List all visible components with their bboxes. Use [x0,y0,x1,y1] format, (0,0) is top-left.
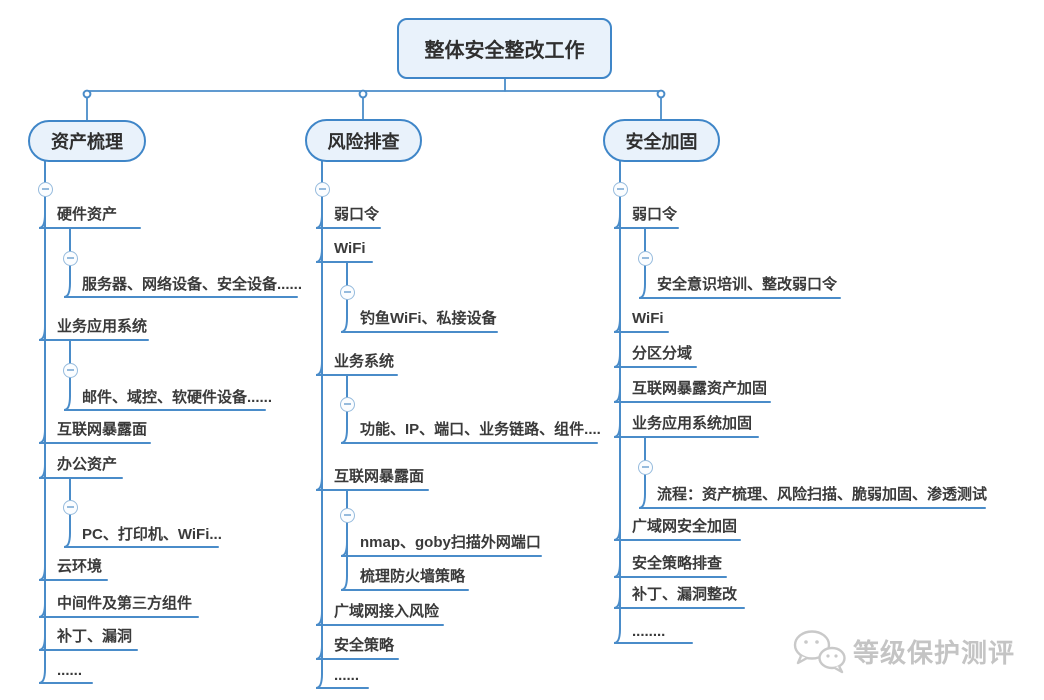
tree-item[interactable]: 补丁、漏洞整改 [632,586,738,603]
minus-icon[interactable] [612,181,628,197]
minus-icon[interactable] [339,284,355,300]
item-line [315,673,369,689]
tree-item[interactable]: 补丁、漏洞 [57,628,133,645]
tree-item[interactable]: ...... [57,662,83,679]
item-line [340,575,469,591]
branch-node-asset-sorting[interactable]: 资产梳理 [28,120,146,162]
junction-dot [656,89,666,99]
item-line [638,283,841,299]
tree-item[interactable]: 云环境 [57,558,103,575]
tree-item[interactable]: 互联网暴露面 [57,421,148,438]
item-line [315,213,381,229]
item-line [315,610,444,626]
tree-item[interactable]: 业务应用系统加固 [632,415,753,432]
tree-item[interactable]: 功能、IP、端口、业务链路、组件.... [360,421,601,438]
tree-item[interactable]: 流程：资产梳理、风险扫描、脆弱加固、渗透测试 [657,486,988,503]
branch-node-hardening[interactable]: 安全加固 [603,119,720,162]
item-line [38,602,199,618]
item-line [613,387,771,403]
item-line [315,360,398,376]
item-line [340,428,598,444]
branch-node-risk-check[interactable]: 风险排查 [305,119,422,162]
tree-item[interactable]: 服务器、网络设备、安全设备...... [82,276,303,293]
tree-item[interactable]: PC、打印机、WiFi... [82,526,222,543]
tree-item[interactable]: ...... [334,667,360,684]
item-line [38,463,123,479]
tree-item[interactable]: 分区分域 [632,345,693,362]
tree-item[interactable]: 办公资产 [57,456,118,473]
tree-item[interactable]: nmap、goby扫描外网端口 [360,534,541,551]
minus-icon[interactable] [314,181,330,197]
minus-icon[interactable] [637,459,653,475]
tree-item[interactable]: 弱口令 [632,206,678,223]
tree-item[interactable]: 中间件及第三方组件 [57,595,193,612]
junction-dot [358,89,368,99]
minus-icon[interactable] [339,507,355,523]
item-line [613,213,679,229]
minus-icon[interactable] [637,250,653,266]
item-line [38,428,151,444]
minus-icon[interactable] [62,250,78,266]
tree-item[interactable]: 梳理防火墙策略 [360,568,466,585]
item-line [38,325,149,341]
watermark-label: 等级保护测评 [853,637,1016,668]
item-line [63,282,298,298]
item-line [63,532,219,548]
item-line [613,317,669,333]
item-line [613,525,741,541]
tree-item[interactable]: 互联网暴露面 [334,468,425,485]
item-line [63,395,266,411]
item-line [38,565,108,581]
tree-item[interactable]: 邮件、域控、软硬件设备...... [82,389,273,406]
tree-item[interactable]: 硬件资产 [57,206,118,223]
item-line [613,593,745,609]
tree-item[interactable]: WiFi [334,240,366,257]
tree-item[interactable]: ........ [632,623,666,640]
item-line [315,644,399,660]
item-line [613,422,759,438]
item-line [613,352,697,368]
tree-item[interactable]: 安全策略 [334,637,395,654]
minus-icon[interactable] [62,499,78,515]
item-line [315,475,429,491]
item-line [340,317,498,333]
item-line [38,668,93,684]
tree-item[interactable]: 业务应用系统 [57,318,148,335]
item-line [38,635,138,651]
minus-icon[interactable] [37,181,53,197]
item-line [315,247,373,263]
tree-item[interactable]: 钓鱼WiFi、私接设备 [360,310,497,327]
junction-dot [82,89,92,99]
tree-item[interactable]: 互联网暴露资产加固 [632,380,768,397]
tree-item[interactable]: 安全意识培训、整改弱口令 [657,276,838,293]
item-line [613,628,693,644]
tree-item[interactable]: 广域网接入风险 [334,603,440,620]
item-line [613,562,727,578]
item-line [638,493,986,509]
tree-item[interactable]: 广域网安全加固 [632,518,738,535]
tree-item[interactable]: 安全策略排查 [632,555,723,572]
item-line [38,213,141,229]
minus-icon[interactable] [339,396,355,412]
tree-item[interactable]: WiFi [632,310,664,327]
watermark: 等级保护测评 [791,627,1015,675]
item-line [340,541,542,557]
tree-item[interactable]: 业务系统 [334,353,395,370]
root-node[interactable]: 整体安全整改工作 [397,18,612,79]
tree-item[interactable]: 弱口令 [334,206,380,223]
wechat-icon [791,627,847,675]
minus-icon[interactable] [62,362,78,378]
